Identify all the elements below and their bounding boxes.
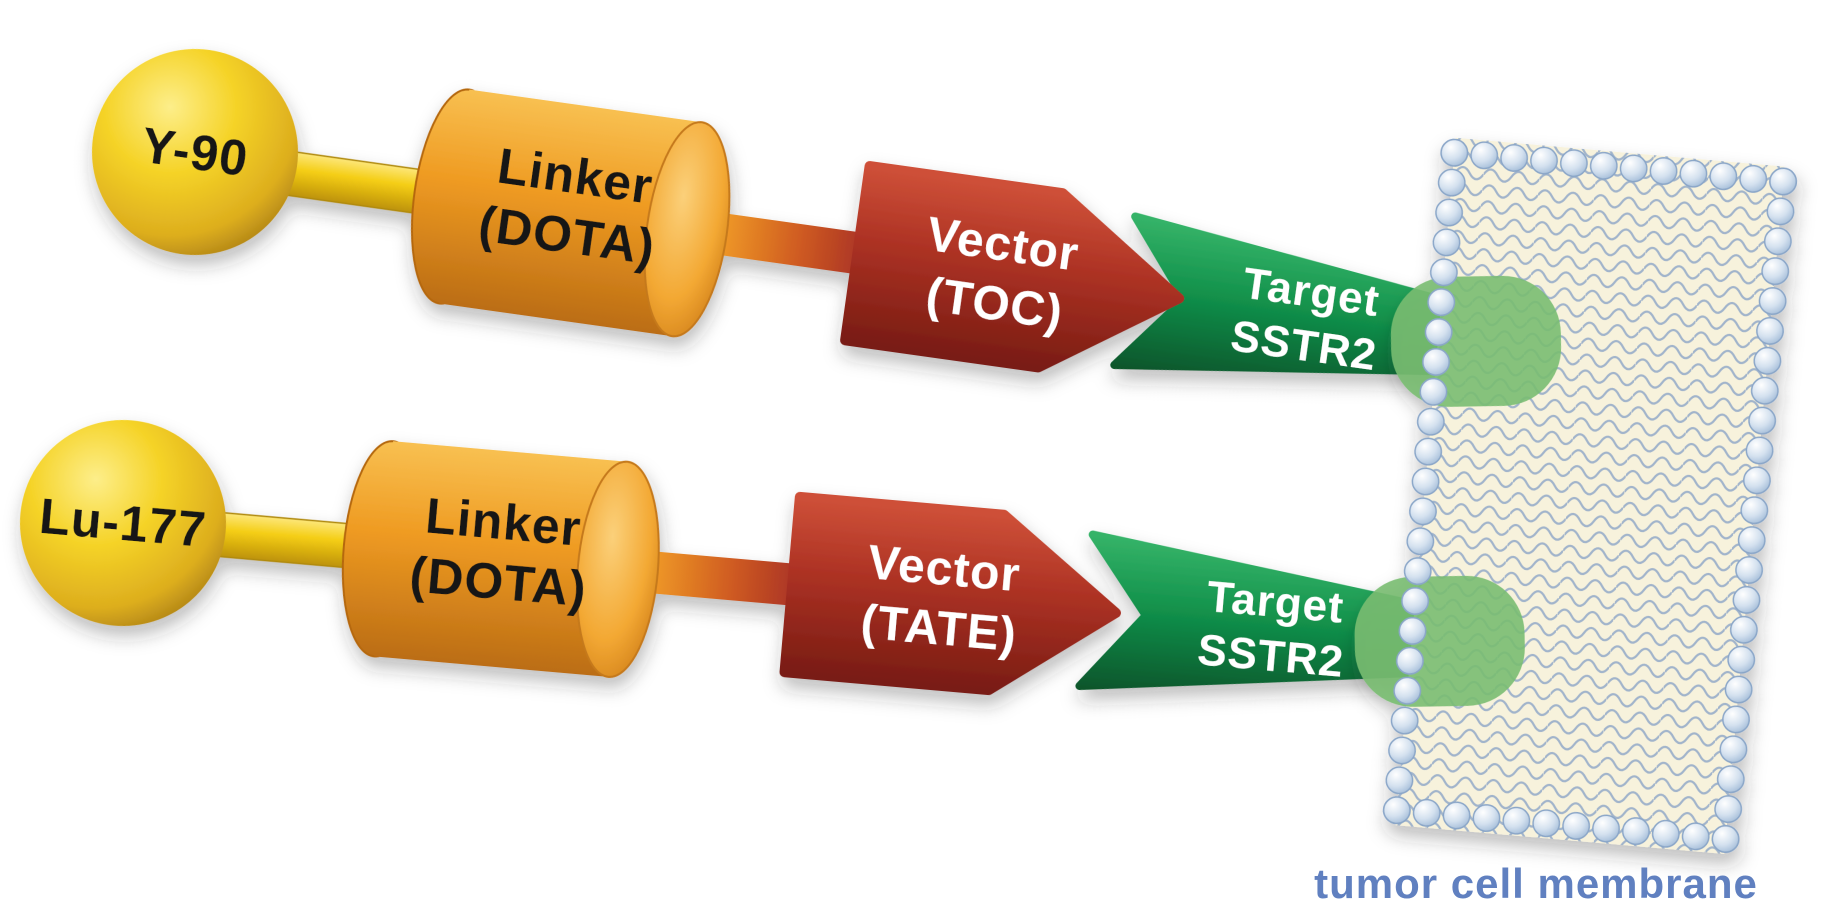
linker-cylinder [410, 88, 731, 338]
rod-linker-vector [715, 212, 869, 276]
vector-arrow [779, 491, 1121, 696]
lipid-heads-top-row [1438, 136, 1800, 198]
linker-body [439, 89, 703, 337]
radionuclide-sphere [20, 420, 226, 626]
lipid-heads-right [1709, 165, 1800, 856]
cell-membrane [1354, 136, 1800, 856]
membrane-label: tumor cell membrane [1314, 860, 1758, 907]
target-label-line1: Target [1205, 572, 1346, 633]
sstr2-receptor-top [1390, 275, 1562, 407]
linker-cap-right [575, 460, 660, 678]
linker-cap-right [643, 121, 731, 338]
sstr2-receptor-bottom [1354, 575, 1525, 707]
radionuclide-sphere [92, 49, 298, 255]
rod-linker-vector [647, 551, 801, 607]
lipid-heads-left [1380, 136, 1471, 827]
construct-row-y90: Y-90 Linker (DOTA) Target SSTR2 Vector (… [92, 49, 1485, 380]
lipid-heads-bottom-row [1380, 793, 1742, 856]
linker-label-line1: Linker [423, 487, 583, 556]
linker-body [374, 441, 628, 677]
linker-cylinder [341, 440, 660, 678]
construct-row-lu177: Lu-177 Linker (DOTA) Target SSTR2 Vector… [20, 420, 1447, 696]
vector-arrow [840, 161, 1185, 373]
